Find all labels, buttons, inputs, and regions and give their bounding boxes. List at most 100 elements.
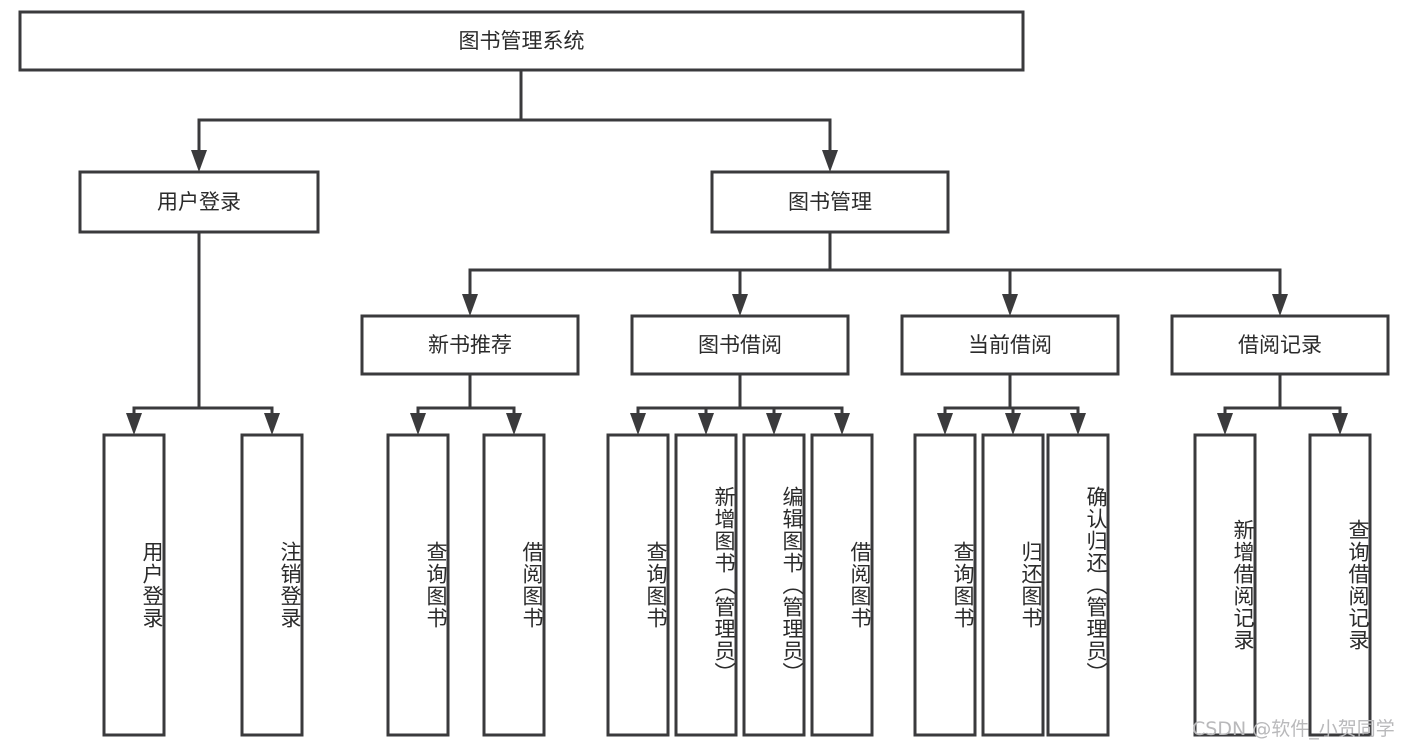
node-box[interactable] xyxy=(78,170,320,234)
node-current-borrow[interactable]: 当前借阅 xyxy=(900,314,1120,376)
connector-user-login-to-leaf-user-login xyxy=(126,232,201,435)
connector-line xyxy=(197,232,274,413)
node-box[interactable] xyxy=(360,314,580,376)
node-book-manage[interactable]: 图书管理 xyxy=(710,170,950,234)
arrow-head-icon xyxy=(126,413,142,435)
connector-line xyxy=(1008,374,1080,413)
connector-book-manage-to-new-book-rec xyxy=(462,232,832,316)
node-box[interactable] xyxy=(674,433,738,737)
node-box[interactable] xyxy=(102,433,166,737)
connector-line xyxy=(943,374,1012,413)
arrow-head-icon xyxy=(191,150,207,172)
arrow-head-icon xyxy=(630,413,646,435)
node-box[interactable] xyxy=(1193,433,1257,737)
node-leaf-borrow-book-1[interactable] xyxy=(482,433,546,737)
node-book-borrow[interactable]: 图书借阅 xyxy=(630,314,850,376)
connector-line xyxy=(704,374,742,413)
connector-line xyxy=(468,232,832,294)
node-leaf-borrow-book-2[interactable] xyxy=(810,433,874,737)
arrow-head-icon xyxy=(732,294,748,316)
connector-book-borrow-to-leaf-edit-book xyxy=(738,374,782,435)
node-box[interactable] xyxy=(482,433,546,737)
node-box[interactable] xyxy=(1046,433,1110,737)
node-box[interactable] xyxy=(742,433,806,737)
node-box[interactable] xyxy=(18,10,1025,72)
connector-line xyxy=(416,374,472,413)
arrow-head-icon xyxy=(1002,294,1018,316)
node-box[interactable] xyxy=(710,170,950,234)
connector-line xyxy=(1278,374,1342,413)
node-box[interactable] xyxy=(810,433,874,737)
node-box[interactable] xyxy=(900,314,1120,376)
arrow-head-icon xyxy=(410,413,426,435)
connector-root-to-user-login xyxy=(191,70,523,172)
connector-book-manage-to-borrow-record xyxy=(828,232,1288,316)
arrow-head-icon xyxy=(1217,413,1233,435)
arrow-head-icon xyxy=(264,413,280,435)
connector-line xyxy=(738,374,844,413)
connector-root-to-book-manage xyxy=(519,70,838,172)
node-box[interactable] xyxy=(913,433,977,737)
connector-book-borrow-to-leaf-query-book-2 xyxy=(630,374,742,435)
connector-line xyxy=(197,70,523,150)
arrow-head-icon xyxy=(834,413,850,435)
connector-line xyxy=(132,232,201,413)
connector-book-manage-to-current-borrow xyxy=(828,232,1018,316)
node-leaf-user-login[interactable] xyxy=(102,433,166,737)
connector-new-book-rec-to-leaf-borrow-book-1 xyxy=(468,374,522,435)
edges-layer xyxy=(126,70,1348,435)
connector-book-manage-to-book-borrow xyxy=(732,232,832,316)
connector-user-login-to-leaf-user-logout xyxy=(197,232,280,435)
node-root[interactable]: 图书管理系统 xyxy=(18,10,1025,72)
connector-line xyxy=(738,232,832,294)
node-leaf-add-book[interactable] xyxy=(674,433,738,737)
csdn-watermark: CSDN @软件_小贺同学 xyxy=(1192,718,1395,740)
node-leaf-user-logout[interactable] xyxy=(240,433,304,737)
arrow-head-icon xyxy=(1070,413,1086,435)
connector-current-borrow-to-leaf-return-book xyxy=(1005,374,1021,435)
node-box[interactable] xyxy=(240,433,304,737)
node-box[interactable] xyxy=(981,433,1045,737)
node-leaf-query-book-1[interactable] xyxy=(386,433,450,737)
node-label: 新书推荐 xyxy=(428,333,512,357)
node-label: 用户登录 xyxy=(157,190,241,214)
arrow-head-icon xyxy=(1332,413,1348,435)
connector-book-borrow-to-leaf-borrow-book-2 xyxy=(738,374,850,435)
node-user-login[interactable]: 用户登录 xyxy=(78,170,320,234)
node-leaf-query-book-3[interactable] xyxy=(913,433,977,737)
node-leaf-query-record[interactable] xyxy=(1308,433,1372,737)
arrow-head-icon xyxy=(822,150,838,172)
node-label: 当前借阅 xyxy=(968,333,1052,357)
arrow-head-icon xyxy=(506,413,522,435)
connector-borrow-record-to-leaf-query-record xyxy=(1278,374,1348,435)
connector-line xyxy=(1223,374,1282,413)
node-box[interactable] xyxy=(630,314,850,376)
node-borrow-record[interactable]: 借阅记录 xyxy=(1170,314,1390,376)
node-box[interactable] xyxy=(606,433,670,737)
connector-current-borrow-to-leaf-query-book-3 xyxy=(937,374,1012,435)
node-label: 图书管理 xyxy=(788,190,872,214)
connector-new-book-rec-to-leaf-query-book-1 xyxy=(410,374,472,435)
node-box[interactable] xyxy=(1308,433,1372,737)
node-box[interactable] xyxy=(386,433,450,737)
node-label: 借阅记录 xyxy=(1238,333,1322,357)
node-box[interactable] xyxy=(1170,314,1390,376)
node-new-book-rec[interactable]: 新书推荐 xyxy=(360,314,580,376)
arrow-head-icon xyxy=(698,413,714,435)
arrow-head-icon xyxy=(462,294,478,316)
arrow-head-icon xyxy=(1272,294,1288,316)
connector-line xyxy=(828,232,1012,294)
connector-line xyxy=(828,232,1282,294)
node-leaf-return-book[interactable] xyxy=(981,433,1045,737)
node-leaf-confirm-return[interactable] xyxy=(1046,433,1110,737)
connector-line xyxy=(468,374,516,413)
node-label: 图书管理系统 xyxy=(459,29,585,53)
arrow-head-icon xyxy=(766,413,782,435)
node-leaf-query-book-2[interactable] xyxy=(606,433,670,737)
node-leaf-edit-book[interactable] xyxy=(742,433,806,737)
connector-book-borrow-to-leaf-add-book xyxy=(698,374,742,435)
connector-current-borrow-to-leaf-confirm-return xyxy=(1008,374,1086,435)
node-leaf-add-record[interactable] xyxy=(1193,433,1257,737)
